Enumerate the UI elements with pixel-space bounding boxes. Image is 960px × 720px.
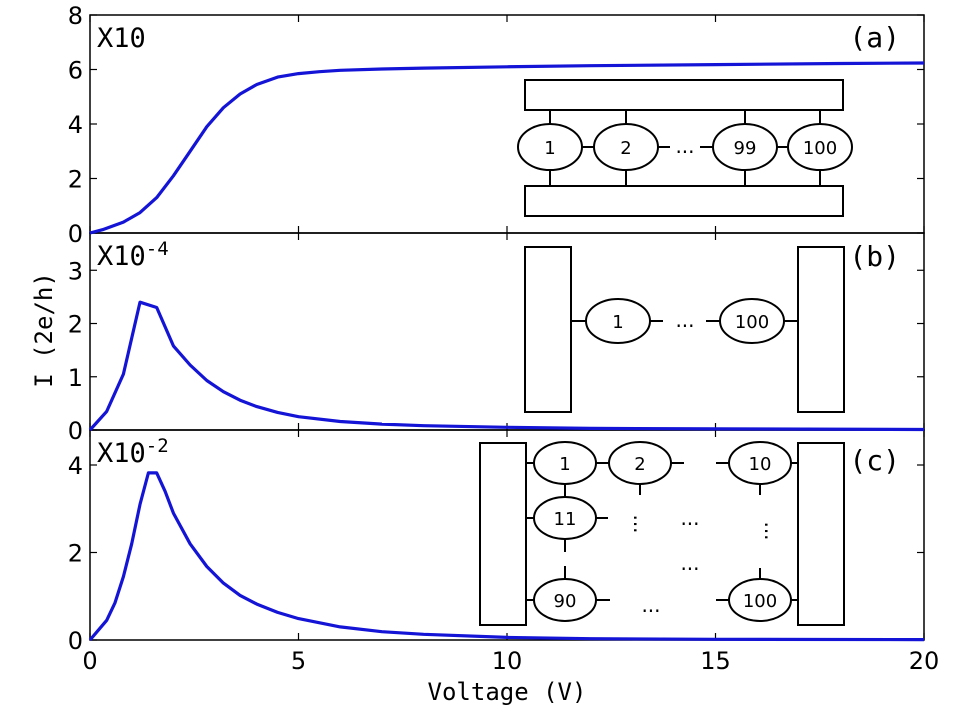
inset-c-node bbox=[533, 496, 597, 540]
inset-b-node-label: 100 bbox=[735, 312, 769, 333]
inset-c-ellipsis: ... bbox=[680, 506, 699, 530]
inset-a-node bbox=[712, 123, 778, 171]
inset-b: 1 100 ... bbox=[524, 246, 845, 413]
inset-b-right-lead bbox=[797, 246, 845, 413]
x-tick-label: 0 bbox=[82, 647, 97, 675]
y-tick-label: 6 bbox=[68, 57, 83, 85]
inset-a-ellipsis: ... bbox=[675, 134, 694, 158]
panel-c-label: (c) bbox=[849, 444, 900, 477]
inset-a-node-label: 1 bbox=[544, 138, 555, 159]
panel-b-scale: X10-4 bbox=[97, 238, 169, 272]
y-tick-label: 1 bbox=[68, 364, 83, 392]
x-tick-label: 5 bbox=[291, 647, 306, 675]
inset-c-node bbox=[533, 578, 597, 622]
y-axis-label: I (2e/h) bbox=[30, 272, 58, 388]
y-tick-label: 8 bbox=[68, 2, 83, 30]
inset-c-node-label: 100 bbox=[743, 591, 777, 612]
y-tick-label: 4 bbox=[68, 452, 83, 480]
panel-a-scale-base: X10 bbox=[97, 23, 146, 54]
panel-b-scale-exponent: -4 bbox=[146, 238, 169, 260]
inset-c-node-label: 1 bbox=[559, 454, 570, 475]
inset-a: 1 2 99 100 ... bbox=[517, 79, 853, 217]
x-tick-label: 15 bbox=[700, 647, 731, 675]
series-line-panel-a bbox=[89, 61, 925, 235]
inset-a-node bbox=[787, 123, 853, 171]
y-tick-label: 3 bbox=[68, 257, 83, 285]
y-tick-label: 0 bbox=[68, 417, 83, 445]
inset-a-top-lead bbox=[524, 79, 844, 111]
inset-b-left-lead bbox=[524, 246, 572, 413]
y-tick-label: 0 bbox=[68, 220, 83, 248]
inset-c-node bbox=[728, 578, 792, 622]
panel-c-scale-base: X10 bbox=[97, 438, 146, 469]
inset-c: 1 2 10 11 90 100 ... ... ... ... ... bbox=[479, 441, 845, 626]
inset-c-node-label: 11 bbox=[554, 509, 577, 530]
inset-c-node bbox=[728, 441, 792, 485]
panel-c-scale: X10-2 bbox=[97, 435, 169, 469]
inset-b-node-label: 1 bbox=[612, 312, 623, 333]
inset-c-ellipsis: ... bbox=[641, 593, 660, 617]
inset-a-node-label: 99 bbox=[734, 138, 757, 159]
curve-group bbox=[88, 61, 925, 642]
inset-b-node bbox=[719, 298, 785, 344]
panel-a-label: (a) bbox=[849, 21, 900, 54]
inset-a-node bbox=[517, 123, 583, 171]
inset-c-node bbox=[533, 441, 597, 485]
panel-b-scale-base: X10 bbox=[97, 241, 146, 272]
inset-c-node bbox=[608, 441, 672, 485]
x-tick-label: 20 bbox=[909, 647, 940, 675]
y-tick-label: 2 bbox=[68, 311, 83, 339]
inset-b-ellipsis: ... bbox=[675, 308, 694, 332]
inset-a-node-label: 100 bbox=[803, 138, 837, 159]
inset-a-node-label: 2 bbox=[620, 138, 631, 159]
inset-c-node-label: 2 bbox=[634, 454, 645, 475]
panel-c-scale-exponent: -2 bbox=[146, 435, 169, 457]
y-tick-label: 2 bbox=[68, 540, 83, 568]
panel-a-scale: X10 bbox=[97, 23, 146, 54]
tick-group: 0 5 10 15 20 0 2 4 6 8 0 1 2 3 0 2 4 bbox=[68, 2, 940, 675]
panel-b-label: (b) bbox=[849, 240, 900, 273]
series-line-panel-b bbox=[88, 300, 925, 432]
inset-a-node bbox=[593, 123, 659, 171]
inset-b-node bbox=[585, 298, 651, 344]
series-line-panel-c bbox=[88, 471, 925, 642]
inset-c-left-lead bbox=[479, 442, 527, 626]
inset-c-node-label: 10 bbox=[749, 454, 772, 475]
inset-c-ellipsis: ... bbox=[629, 514, 653, 533]
y-tick-label: 4 bbox=[68, 111, 83, 139]
inset-c-ellipsis: ... bbox=[760, 521, 784, 540]
inset-c-right-lead bbox=[797, 442, 845, 626]
y-tick-label: 2 bbox=[68, 166, 83, 194]
inset-c-ellipsis: ... bbox=[680, 551, 699, 575]
y-tick-label: 0 bbox=[68, 627, 83, 655]
inset-a-bottom-lead bbox=[524, 185, 844, 217]
x-axis-label: Voltage (V) bbox=[428, 678, 587, 706]
inset-c-node-label: 90 bbox=[554, 591, 577, 612]
x-tick-label: 10 bbox=[492, 647, 523, 675]
